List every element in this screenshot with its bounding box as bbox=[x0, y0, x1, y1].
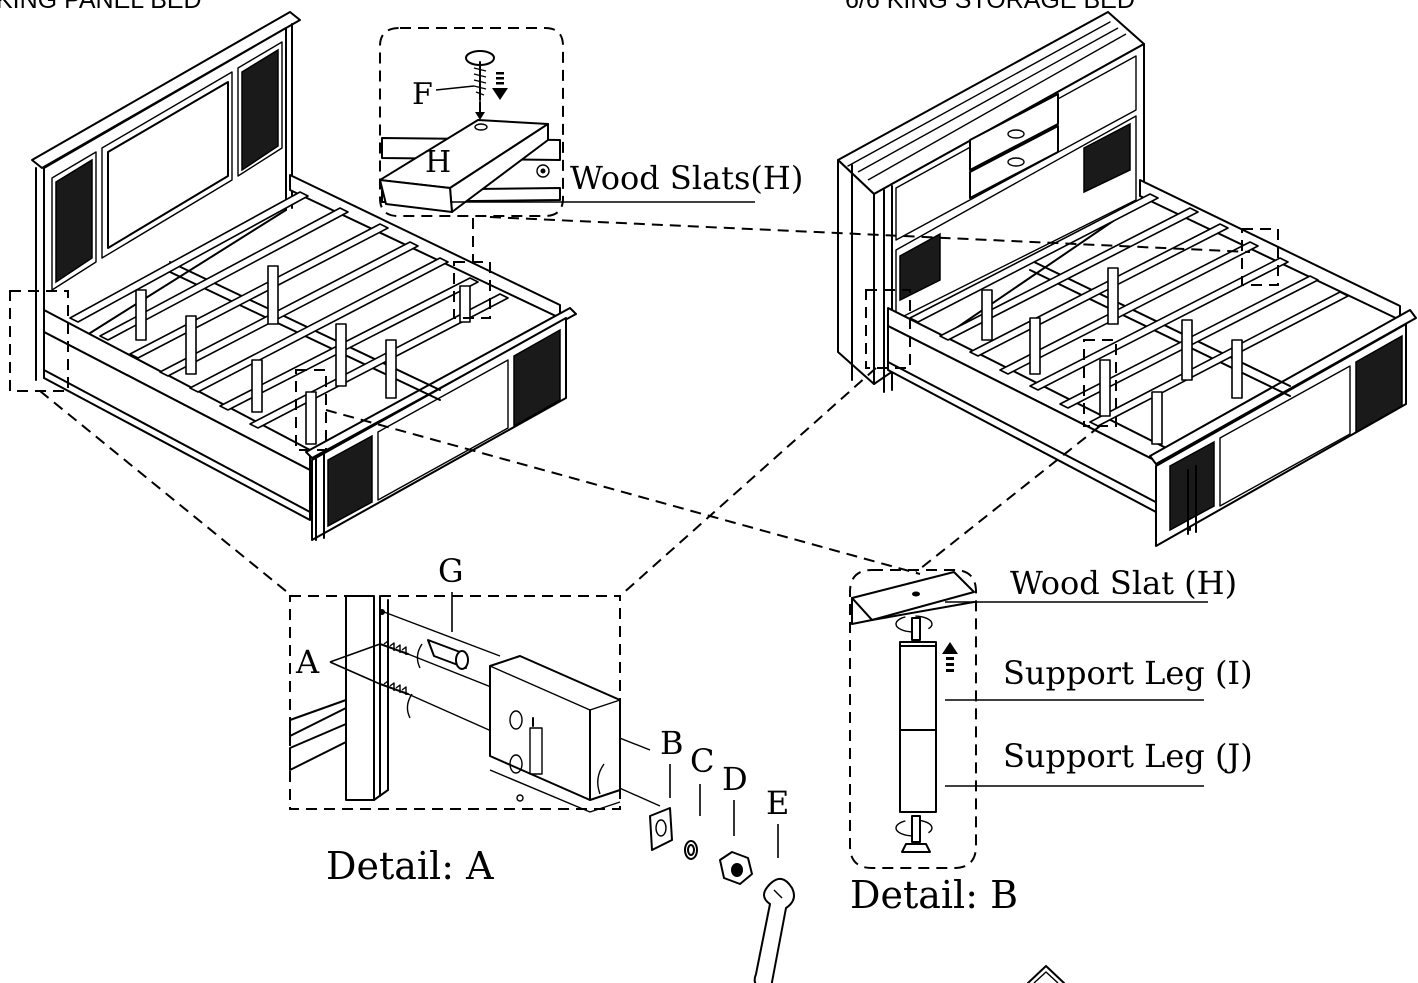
detail-a-title: Detail: A bbox=[326, 844, 494, 888]
right-bed-title: 6/6 KING STORAGE BED bbox=[845, 0, 1135, 14]
support-leg-i-label: Support Leg (I) bbox=[1003, 654, 1253, 692]
label-g: G bbox=[438, 552, 464, 590]
callout-leaders bbox=[39, 216, 1251, 597]
label-c: C bbox=[690, 742, 714, 780]
wood-slats-label: Wood Slats(H) bbox=[570, 159, 803, 197]
label-d: D bbox=[722, 760, 748, 798]
support-leg-j-label: Support Leg (J) bbox=[1003, 737, 1253, 775]
label-e: E bbox=[766, 784, 789, 822]
storage-bed-drawing bbox=[837, 11, 1417, 547]
wood-slat-h-label: Wood Slat (H) bbox=[1010, 564, 1237, 602]
detail-b: Wood Slat (H) Support Leg (I) Support Le… bbox=[849, 564, 1253, 869]
label-a: A bbox=[295, 643, 320, 681]
page-corner-icon bbox=[1027, 965, 1065, 983]
detail-a-hardware: B C D E bbox=[649, 724, 795, 983]
detail-a: A G bbox=[289, 552, 661, 813]
label-b: B bbox=[660, 724, 684, 762]
label-f: F bbox=[412, 77, 433, 112]
slat-screw-inset: F H Wood Slats(H) bbox=[379, 27, 803, 262]
panel-bed-drawing bbox=[9, 11, 577, 541]
left-bed-title: KING PANEL BED bbox=[0, 0, 202, 14]
label-h: H bbox=[425, 145, 451, 180]
detail-b-title: Detail: B bbox=[850, 873, 1018, 917]
